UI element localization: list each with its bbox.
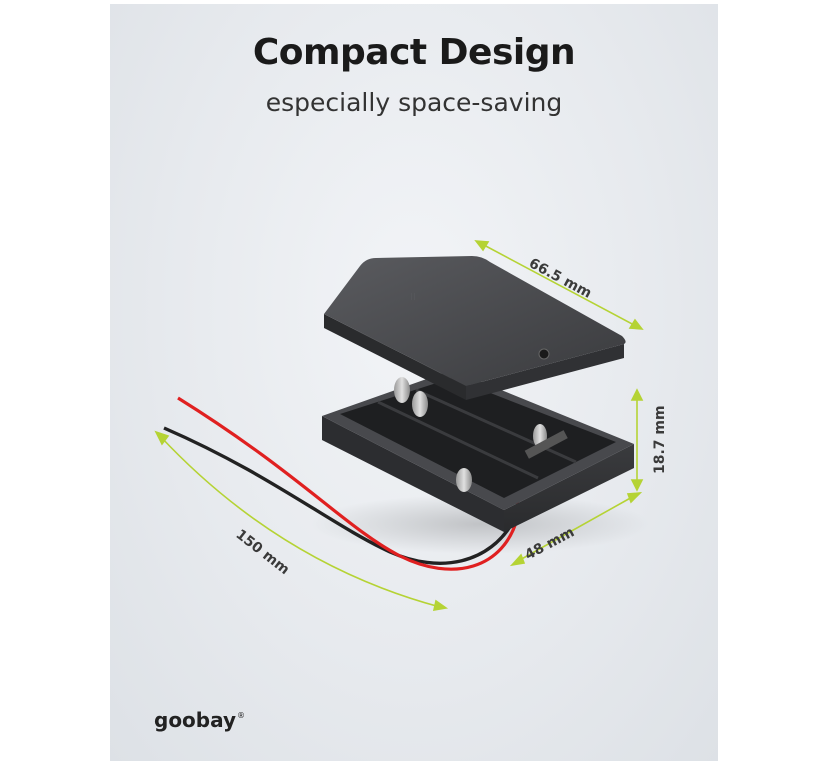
brand-registered-mark: ®: [237, 711, 246, 720]
product-illustration: 66.5 mm 18.7 mm 48 mm 150 mm: [154, 240, 668, 611]
box-interior: [340, 378, 616, 498]
box-right-face: [504, 444, 634, 532]
product-panel: Compact Design especially space-saving: [110, 4, 718, 761]
lid-screw: [538, 348, 550, 360]
dim-cable-label: 150 mm: [233, 527, 293, 579]
lid-emboss: II: [410, 292, 416, 303]
brand-name: goobay: [154, 708, 237, 732]
lid-side-right: [466, 344, 624, 400]
dim-height-label: 18.7 mm: [652, 405, 668, 474]
compartment-dividers: [377, 388, 577, 480]
dimension-lines: [154, 240, 644, 611]
black-wire: [163, 426, 516, 565]
contact-terminal: [524, 430, 568, 459]
subline: especially space-saving: [265, 88, 563, 117]
springs: [394, 377, 547, 492]
battery-lid: [324, 256, 626, 386]
brand-logo: goobay®: [154, 708, 245, 732]
red-wire: [177, 396, 520, 571]
headline: Compact Design: [252, 32, 576, 73]
box-left-face: [322, 416, 504, 532]
floor-shadow: [310, 494, 650, 554]
lid-side-front: [324, 314, 466, 400]
